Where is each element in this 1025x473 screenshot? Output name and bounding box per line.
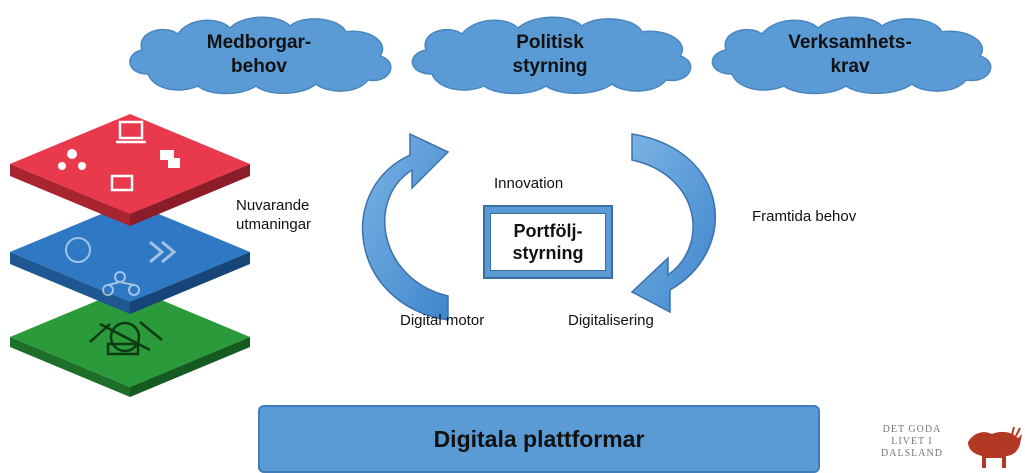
layer-stack-graphic xyxy=(10,114,250,397)
blue-layer xyxy=(10,202,250,314)
platform-bar: Digitala plattformar xyxy=(258,405,820,473)
portfolio-box: Portfölj- styrning xyxy=(483,205,613,279)
right-curved-arrow xyxy=(630,133,716,314)
sync-icon xyxy=(65,237,91,263)
label-digitalisering: Digitalisering xyxy=(568,312,654,329)
cloud-shape xyxy=(129,16,392,95)
cloud-label: Politisk styrning xyxy=(512,32,588,77)
chat-icon xyxy=(160,150,180,168)
left-curved-arrow xyxy=(361,132,450,321)
cloud-politisk-styrning: Politisk styrning xyxy=(400,14,700,96)
network-icon xyxy=(102,271,140,296)
cloud-shape xyxy=(411,16,692,95)
label-nuvarande-utmaningar: Nuvarande utmaningar xyxy=(236,197,312,233)
cycle-arrows xyxy=(361,132,716,321)
robot-arm-icon xyxy=(89,321,163,356)
logo-text: DET GODA LIVET I DALSLAND xyxy=(881,424,943,459)
portfolio-label: Portfölj- styrning xyxy=(490,213,606,271)
label-digital-motor: Digital motor xyxy=(400,312,485,329)
label-framtida-behov: Framtida behov xyxy=(752,208,857,225)
cloud-verksamhetskrav: Verksamhets- krav xyxy=(700,14,1000,96)
cloud-label: Verksamhets- krav xyxy=(788,32,912,77)
cloud-medborgarbehov: Medborgar- behov xyxy=(118,14,400,96)
chevron-icon xyxy=(149,240,177,264)
red-layer xyxy=(10,114,250,226)
ox-icon xyxy=(968,426,1022,468)
cloud-label: Medborgar- behov xyxy=(206,32,312,77)
label-innovation: Innovation xyxy=(494,175,564,192)
cloud-shape xyxy=(711,16,992,95)
laptop-icon xyxy=(116,120,146,144)
dalsland-logo: DET GODA LIVET I DALSLAND xyxy=(862,420,1025,473)
people-icon xyxy=(58,149,86,170)
green-layer xyxy=(10,287,250,397)
tablet-icon xyxy=(110,174,134,192)
